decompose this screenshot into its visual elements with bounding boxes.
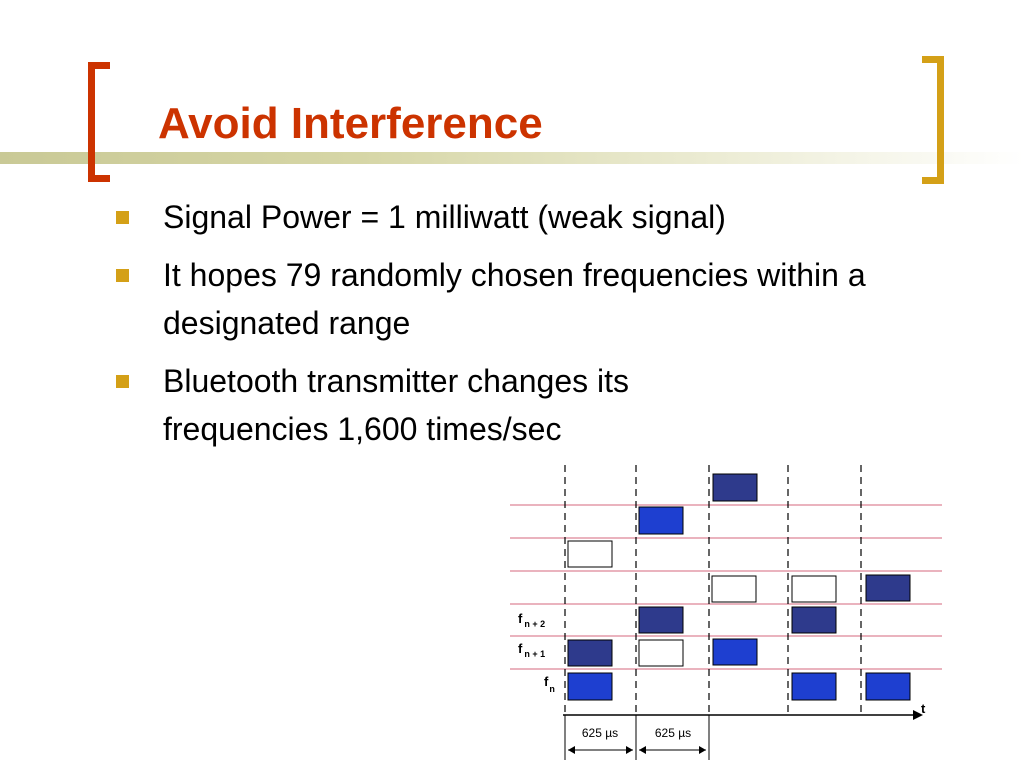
bullet-text: Bluetooth transmitter changes its freque… <box>163 363 630 447</box>
arrow-right-icon <box>699 746 706 754</box>
hop-slot <box>791 575 837 603</box>
hop-slot <box>638 639 684 667</box>
bullet-text: Signal Power = 1 milliwatt (weak signal) <box>163 199 726 235</box>
square-bullet-icon <box>116 269 129 282</box>
hop-slot <box>865 574 911 602</box>
time-axis: t <box>563 701 926 760</box>
slot-duration-labels: 625 µs 625 µs <box>568 726 706 754</box>
hop-slot <box>638 606 684 634</box>
bullet-text: It hopes 79 randomly chosen frequencies … <box>163 257 866 341</box>
time-axis-label: t <box>921 701 926 716</box>
bullet-item: Signal Power = 1 milliwatt (weak signal) <box>116 193 923 241</box>
arrow-left-icon <box>568 746 575 754</box>
slot-duration-label: 625 µs <box>655 726 691 740</box>
bullet-item: Bluetooth transmitter changes its freque… <box>116 357 763 453</box>
slide-title: Avoid Interference <box>158 99 543 148</box>
hop-slot <box>712 473 758 502</box>
square-bullet-icon <box>116 375 129 388</box>
hop-slot <box>791 672 837 701</box>
square-bullet-icon <box>116 211 129 224</box>
frequency-lines <box>510 504 942 670</box>
hop-slot <box>712 638 758 666</box>
slot-boundaries <box>564 465 862 715</box>
frequency-label: fn <box>544 674 555 694</box>
hop-slot <box>638 506 684 535</box>
slot-duration-label: 625 µs <box>582 726 618 740</box>
arrow-right-icon <box>913 710 923 720</box>
hop-slot <box>567 672 613 701</box>
hop-slot <box>567 540 613 568</box>
hop-slots <box>567 473 911 701</box>
arrow-left-icon <box>639 746 646 754</box>
right-bracket-decoration <box>922 56 944 184</box>
arrow-right-icon <box>626 746 633 754</box>
hop-slot <box>791 606 837 634</box>
left-bracket-decoration <box>88 62 110 182</box>
bullet-item: It hopes 79 randomly chosen frequencies … <box>116 251 903 347</box>
title-bar <box>0 152 1024 164</box>
hop-slot <box>865 672 911 701</box>
hop-slot <box>567 639 613 667</box>
hop-slot <box>711 575 757 603</box>
